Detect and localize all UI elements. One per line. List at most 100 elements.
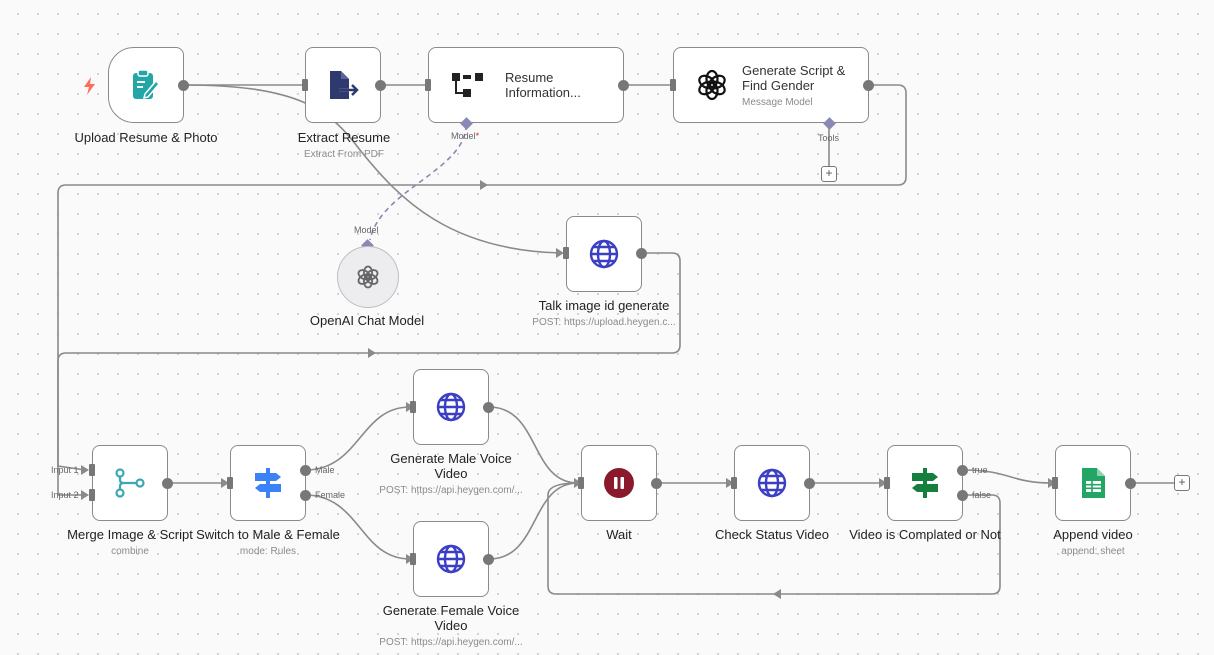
wait-input-handle[interactable] xyxy=(578,477,584,489)
upload-title: Upload Resume & Photo xyxy=(74,130,218,145)
gen-female-label: Generate Female Voice Video POST: https:… xyxy=(351,603,551,648)
node-talk-image[interactable] xyxy=(566,216,642,292)
switch-female-label: Female xyxy=(315,490,346,500)
openai-title: OpenAI Chat Model xyxy=(309,313,425,328)
if-input-handle[interactable] xyxy=(884,477,890,489)
merge-label: Merge Image & Script combine xyxy=(30,527,230,557)
extract-subtitle: Extract From PDF xyxy=(303,149,384,160)
extract-input-handle[interactable] xyxy=(302,79,308,91)
if-true-label: true xyxy=(972,465,988,475)
extract-title: Extract Resume xyxy=(297,130,391,145)
gen-female-subtitle: POST: https://api.heygen.com/... xyxy=(379,637,523,648)
gen-female-output-handle[interactable] xyxy=(483,554,494,565)
information-extractor-icon xyxy=(451,71,483,99)
node-resume-information[interactable]: Resume Information... xyxy=(428,47,624,123)
check-status-title: Check Status Video xyxy=(715,527,829,542)
wait-title: Wait xyxy=(606,527,632,542)
check-status-input-handle[interactable] xyxy=(731,477,737,489)
gen-female-title-2: Video xyxy=(434,618,468,633)
gen-male-title-2: Video xyxy=(434,466,468,481)
switch-subtitle: mode: Rules xyxy=(239,546,297,557)
node-gen-female[interactable] xyxy=(413,521,489,597)
talk-image-title: Talk image id generate xyxy=(538,298,670,313)
merge-icon xyxy=(114,467,146,499)
merge-title: Merge Image & Script xyxy=(67,527,193,542)
gen-male-subtitle: POST: https://api.heygen.com/... xyxy=(379,485,523,496)
node-append-video[interactable] xyxy=(1055,445,1131,521)
node-wait[interactable] xyxy=(581,445,657,521)
switch-male-output-handle[interactable] xyxy=(300,465,311,476)
gen-male-label: Generate Male Voice Video POST: https://… xyxy=(351,451,551,496)
add-node-button[interactable]: + xyxy=(1174,475,1190,491)
check-status-label: Check Status Video xyxy=(672,527,872,542)
talk-image-input-handle[interactable] xyxy=(563,247,569,259)
merge-output-handle[interactable] xyxy=(162,478,173,489)
node-merge[interactable] xyxy=(92,445,168,521)
gen-female-title-1: Generate Female Voice xyxy=(382,603,520,618)
resume-info-title-2: Information... xyxy=(505,85,581,100)
resume-info-model-label: Model* xyxy=(451,131,479,141)
switch-male-label: Male xyxy=(315,465,335,475)
merge-input2-handle[interactable] xyxy=(89,489,95,501)
wait-label: Wait xyxy=(519,527,719,542)
globe-icon xyxy=(588,238,620,270)
gen-script-input-handle[interactable] xyxy=(670,79,676,91)
switch-input-handle[interactable] xyxy=(227,477,233,489)
node-generate-script[interactable]: Generate Script & Find Gender Message Mo… xyxy=(673,47,869,123)
node-openai-chat-model[interactable] xyxy=(337,246,399,308)
resume-info-output-handle[interactable] xyxy=(618,80,629,91)
switch-female-output-handle[interactable] xyxy=(300,490,311,501)
append-label: Append video append: sheet xyxy=(993,527,1193,557)
gen-script-tools-label: Tools xyxy=(818,133,840,143)
talk-image-subtitle: POST: https://upload.heygen.c... xyxy=(532,317,676,328)
node-if-completed[interactable] xyxy=(887,445,963,521)
pause-icon xyxy=(603,467,635,499)
node-upload-resume[interactable] xyxy=(108,47,184,123)
signpost-icon xyxy=(252,467,284,499)
if-true-output-handle[interactable] xyxy=(957,465,968,476)
if-false-label: false xyxy=(972,490,992,500)
merge-input2-label: Input 2 xyxy=(51,490,79,500)
form-edit-icon xyxy=(131,69,161,101)
merge-input1-handle[interactable] xyxy=(89,464,95,476)
openai-model-label: Model xyxy=(354,225,379,235)
extract-output-handle[interactable] xyxy=(375,80,386,91)
check-status-output-handle[interactable] xyxy=(804,478,815,489)
resume-info-input-handle[interactable] xyxy=(425,79,431,91)
talk-image-output-handle[interactable] xyxy=(636,248,647,259)
gen-script-output-handle[interactable] xyxy=(863,80,874,91)
google-sheets-icon xyxy=(1080,467,1106,499)
signpost-icon xyxy=(909,467,941,499)
gen-script-title-2: Find Gender xyxy=(742,77,815,93)
switch-title: Switch to Male & Female xyxy=(196,527,340,542)
openai-icon xyxy=(356,265,380,289)
wait-output-handle[interactable] xyxy=(651,478,662,489)
add-tool-button[interactable]: + xyxy=(821,166,837,182)
append-output-handle[interactable] xyxy=(1125,478,1136,489)
upload-label: Upload Resume & Photo xyxy=(46,130,246,145)
upload-output-handle[interactable] xyxy=(178,80,189,91)
gen-male-output-handle[interactable] xyxy=(483,402,494,413)
model-label-text: Model xyxy=(451,131,476,141)
pdf-extract-icon xyxy=(327,70,359,100)
merge-subtitle: combine xyxy=(111,546,149,557)
openai-icon xyxy=(696,69,728,101)
gen-female-input-handle[interactable] xyxy=(410,553,416,565)
if-label: Video is Complated or Not xyxy=(825,527,1025,542)
node-check-status[interactable] xyxy=(734,445,810,521)
append-input-handle[interactable] xyxy=(1052,477,1058,489)
openai-label: OpenAI Chat Model xyxy=(267,313,467,328)
switch-label: Switch to Male & Female mode: Rules xyxy=(168,527,368,557)
resume-info-title-1: Resume xyxy=(505,70,554,85)
gen-male-title-1: Generate Male Voice xyxy=(390,451,512,466)
gen-script-title-1: Generate Script & xyxy=(742,62,846,78)
globe-icon xyxy=(756,467,788,499)
node-gen-male[interactable] xyxy=(413,369,489,445)
merge-input1-label: Input 1 xyxy=(51,465,79,475)
gen-male-input-handle[interactable] xyxy=(410,401,416,413)
extract-label: Extract Resume Extract From PDF xyxy=(244,130,444,160)
node-extract-resume[interactable] xyxy=(305,47,381,123)
if-false-output-handle[interactable] xyxy=(957,490,968,501)
node-switch[interactable] xyxy=(230,445,306,521)
